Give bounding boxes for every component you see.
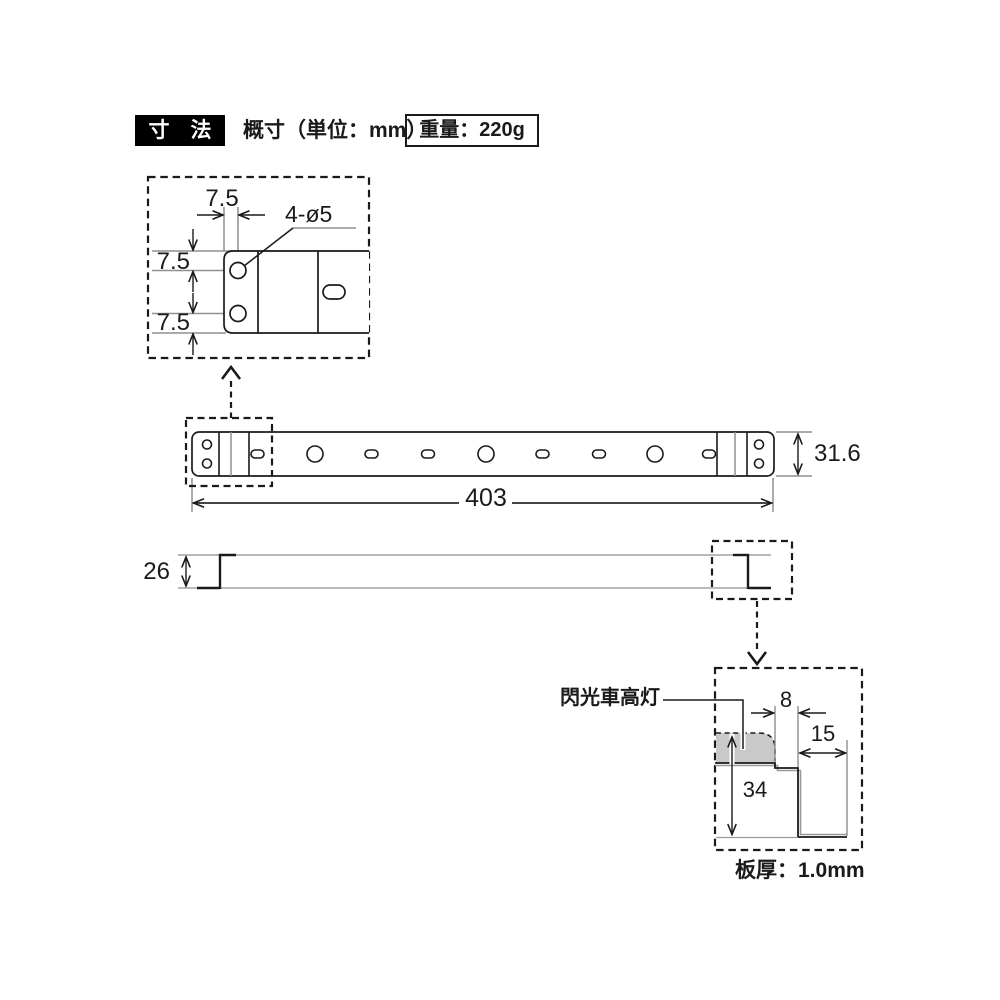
weight-badge: 重量：220g <box>405 114 539 147</box>
dim-section-height: 34 <box>742 777 768 802</box>
section-callout-region <box>710 539 794 601</box>
detail-callout-region <box>184 416 274 488</box>
section-detail-frame <box>713 666 864 852</box>
mount-hole-lower <box>229 304 247 323</box>
dim-foot-width: 15 <box>810 721 836 746</box>
mount-hole-upper <box>229 261 247 280</box>
dim-overall-length: 403 <box>465 484 507 512</box>
side-view-drawing <box>178 539 794 667</box>
section-detail-drawing <box>663 666 864 852</box>
callout-arrow-up <box>220 364 242 418</box>
slot-hole <box>322 284 346 300</box>
dim-hole-offset-upper: 7.5 <box>156 248 190 275</box>
plate-thickness-label: 板厚：1.0mm <box>735 859 865 882</box>
dim-side-height: 26 <box>143 558 170 585</box>
section-title: 寸 法 <box>135 115 225 146</box>
lamp-label: 閃光車高灯 <box>560 687 660 709</box>
dim-step-width: 8 <box>779 687 793 712</box>
dim-hole-offset-top: 7.5 <box>205 185 239 212</box>
dim-hole-offset-lower: 7.5 <box>156 309 190 336</box>
bracket-section-profile <box>715 762 847 838</box>
stay-body <box>191 431 775 477</box>
units-note: 概寸（単位：mm） <box>243 119 428 142</box>
hole-detail-drawing <box>146 175 371 418</box>
dim-overall-width: 31.6 <box>814 440 861 467</box>
top-view-drawing <box>184 416 812 512</box>
holes-spec-label: 4-ø5 <box>285 201 333 227</box>
bracket-end-outline <box>223 250 369 334</box>
callout-arrow-down <box>746 601 768 667</box>
